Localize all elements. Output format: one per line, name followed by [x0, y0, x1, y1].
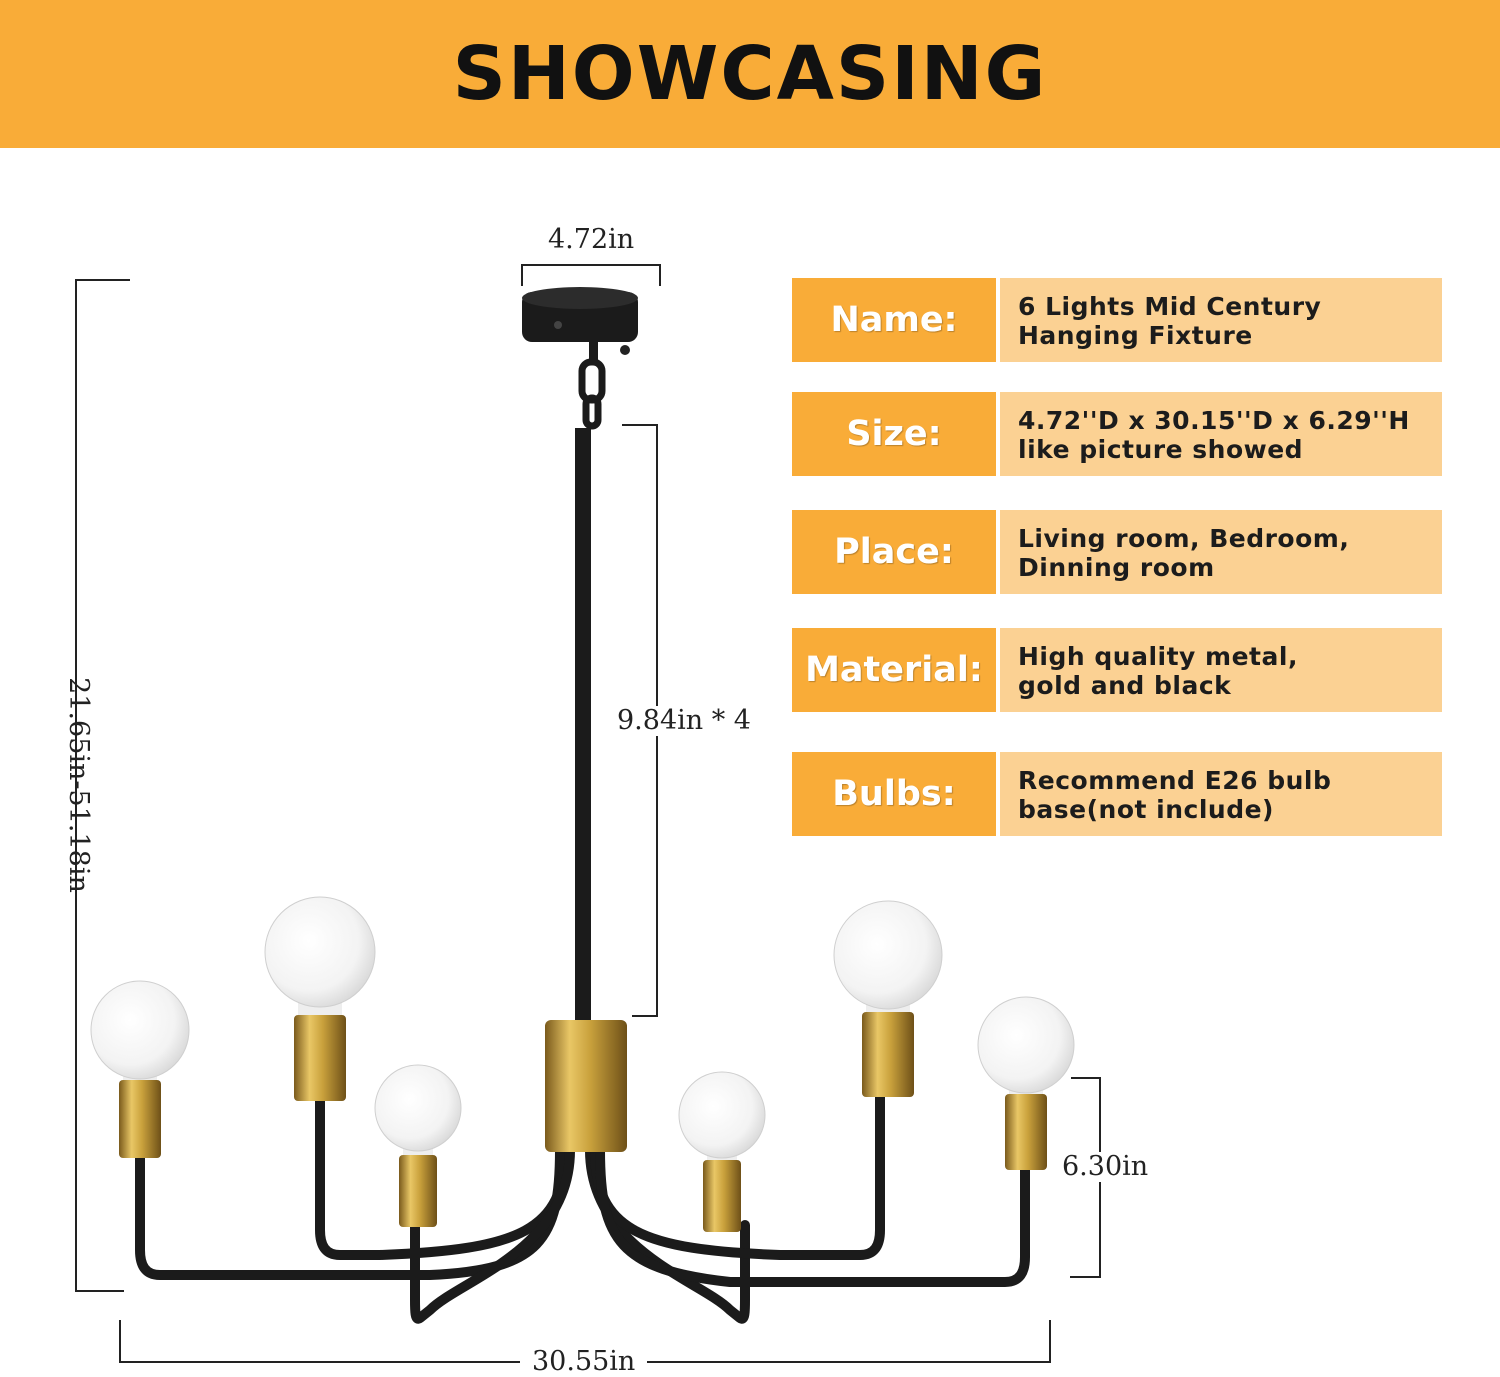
- bulb-assembly: [264, 896, 376, 1101]
- light-bulb: [374, 1064, 462, 1152]
- spec-value-line: Dinning room: [1018, 553, 1215, 582]
- total-height-bracket: [75, 279, 130, 1292]
- spec-value-line: gold and black: [1018, 671, 1232, 700]
- arm-height-label: 6.30in: [1062, 1151, 1149, 1182]
- gold-socket: [862, 1012, 914, 1097]
- light-bulb: [833, 900, 943, 1010]
- spec-value: 6 Lights Mid Century Hanging Fixture: [1000, 278, 1442, 362]
- spec-value-line: base(not include): [1018, 795, 1274, 824]
- total-width-label: 30.55in: [520, 1347, 648, 1377]
- rod-length-label: 9.84in * 4: [617, 705, 751, 736]
- spec-row-material: Material: High quality metal, gold and b…: [792, 628, 1442, 712]
- spec-value-line: Recommend E26 bulb: [1018, 766, 1332, 795]
- canopy-width-bracket: [521, 264, 661, 286]
- bulb-assembly: [374, 1064, 462, 1227]
- spec-value: 4.72''D x 30.15''D x 6.29''H like pictur…: [1000, 392, 1442, 476]
- center-gold-body: [545, 1020, 627, 1152]
- spec-row-name: Name: 6 Lights Mid Century Hanging Fixtu…: [792, 278, 1442, 362]
- light-bulb: [90, 980, 190, 1080]
- spec-key: Material:: [792, 628, 996, 712]
- gold-socket: [399, 1155, 437, 1227]
- spec-key: Place:: [792, 510, 996, 594]
- spec-key: Size:: [792, 392, 996, 476]
- header-banner: SHOWCASING: [0, 0, 1500, 148]
- spec-value-line: 4.72''D x 30.15''D x 6.29''H: [1018, 406, 1410, 435]
- spec-value-line: Hanging Fixture: [1018, 321, 1253, 350]
- gold-socket: [1005, 1094, 1047, 1170]
- spec-value-line: like picture showed: [1018, 435, 1304, 464]
- spec-row-place: Place: Living room, Bedroom, Dinning roo…: [792, 510, 1442, 594]
- spec-row-bulbs: Bulbs: Recommend E26 bulb base(not inclu…: [792, 752, 1442, 836]
- spec-row-size: Size: 4.72''D x 30.15''D x 6.29''H like …: [792, 392, 1442, 476]
- banner-title: SHOWCASING: [452, 31, 1048, 117]
- light-bulb: [264, 896, 376, 1008]
- spec-value-line: 6 Lights Mid Century: [1018, 292, 1322, 321]
- downrod: [575, 428, 591, 1023]
- gold-socket: [294, 1015, 346, 1101]
- bulb-assembly: [833, 900, 943, 1097]
- chain: [578, 358, 606, 430]
- ceiling-canopy: [522, 287, 638, 362]
- bulb-assembly: [678, 1071, 766, 1232]
- spec-value: High quality metal, gold and black: [1000, 628, 1442, 712]
- bulb-assembly: [977, 996, 1075, 1170]
- spec-value-line: Living room, Bedroom,: [1018, 524, 1350, 553]
- spec-value: Living room, Bedroom, Dinning room: [1000, 510, 1442, 594]
- arms: [135, 1090, 1030, 1324]
- spec-key: Name:: [792, 278, 996, 362]
- spec-value: Recommend E26 bulb base(not include): [1000, 752, 1442, 836]
- light-bulb: [678, 1071, 766, 1159]
- gold-socket: [119, 1080, 161, 1158]
- gold-socket: [703, 1160, 741, 1232]
- spec-value-line: High quality metal,: [1018, 642, 1298, 671]
- canopy-width-label: 4.72in: [548, 224, 635, 255]
- light-bulb: [977, 996, 1075, 1094]
- spec-key: Bulbs:: [792, 752, 996, 836]
- bulb-assembly: [90, 980, 190, 1158]
- total-height-label: 21.65in-51.18in: [63, 677, 94, 893]
